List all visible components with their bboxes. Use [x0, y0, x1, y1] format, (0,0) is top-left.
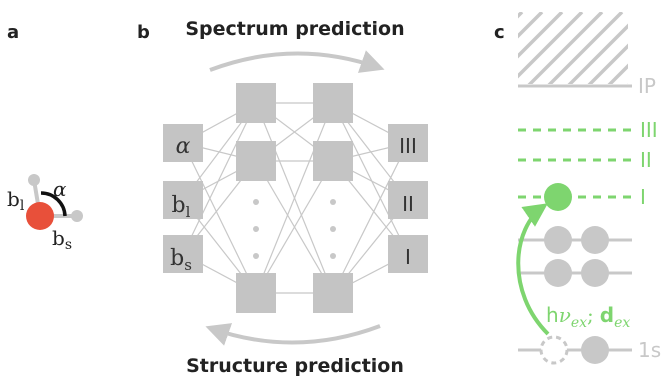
hatch-line: [518, 12, 524, 19]
output-node: [388, 235, 428, 273]
level-II-label: II: [640, 148, 652, 172]
electron: [544, 226, 572, 254]
core-hole: [539, 335, 569, 365]
input-node: [163, 181, 203, 219]
network-edge: [182, 142, 257, 294]
spectrum-prediction-title: Spectrum prediction: [185, 18, 404, 40]
bond-short-label: bs: [52, 226, 72, 253]
output-label-II: II: [402, 192, 414, 216]
panel-label-b: b: [137, 22, 150, 43]
hatch-line: [587, 43, 628, 84]
network-edge: [332, 142, 409, 294]
molecule-diagram: α bl bs: [7, 174, 83, 253]
hydrogen-atom-short: [71, 210, 83, 222]
backward-arrow: [205, 323, 381, 346]
ellipsis-dot: [330, 199, 336, 205]
output-label-III: III: [399, 134, 417, 158]
hidden-node-layer-1: [236, 83, 276, 123]
hatch-line: [428, 12, 502, 86]
hidden-node-layer-2: [313, 83, 353, 123]
electron: [581, 226, 609, 254]
network-connections: [182, 102, 409, 294]
input-label-bs: bs: [170, 246, 192, 274]
ionization-label: IP: [638, 74, 656, 98]
output-node: [388, 181, 428, 219]
network-edge: [255, 102, 334, 294]
level-III-label: III: [640, 118, 658, 142]
hidden-node-layer-1: [236, 273, 276, 313]
output-label-I: I: [405, 245, 411, 269]
ellipsis-dot: [253, 226, 259, 232]
structure-prediction-title: Structure prediction: [186, 355, 404, 377]
ellipsis-dot: [253, 253, 259, 259]
continuum-hatch: [428, 12, 628, 86]
hidden-node-layer-2: [313, 273, 353, 313]
ellipsis-dot: [330, 253, 336, 259]
ellipsis-dot: [330, 226, 336, 232]
input-node: [163, 235, 203, 273]
hatch-line: [607, 63, 628, 84]
electron: [581, 259, 609, 287]
input-node: [163, 124, 203, 162]
input-label-bl: bl: [172, 193, 191, 221]
hidden-node-layer-1: [236, 141, 276, 181]
network-edge: [255, 160, 334, 294]
output-node: [388, 124, 428, 162]
network-edge: [182, 102, 257, 255]
angle-arc: [40, 191, 67, 217]
hatch-line: [518, 12, 584, 79]
central-atom: [26, 202, 54, 230]
input-label-alpha: α: [176, 134, 191, 159]
network-nodes: [163, 83, 428, 313]
panel-label-c: c: [494, 22, 505, 43]
angle-label: α: [53, 177, 67, 201]
hatch-line: [567, 23, 628, 84]
level-I-label: I: [640, 185, 646, 209]
hydrogen-atom-long: [28, 174, 40, 186]
panel-label-a: a: [7, 22, 19, 43]
forward-arrow: [209, 50, 385, 73]
core-level-label: 1s: [638, 338, 661, 362]
core-electron: [581, 336, 609, 364]
excited-electron: [544, 183, 572, 211]
network-edge: [332, 102, 409, 255]
hatch-line: [518, 12, 544, 39]
bond-long-label: bl: [7, 187, 25, 214]
hatch-line: [547, 12, 624, 84]
hatch-line: [518, 12, 564, 59]
excitation-arrow: [516, 203, 550, 336]
hidden-node-layer-2: [313, 141, 353, 181]
hatch-line: [527, 12, 604, 84]
electron: [544, 259, 572, 287]
transition-label: hνex;dex: [546, 303, 630, 331]
ellipsis-dot: [253, 199, 259, 205]
